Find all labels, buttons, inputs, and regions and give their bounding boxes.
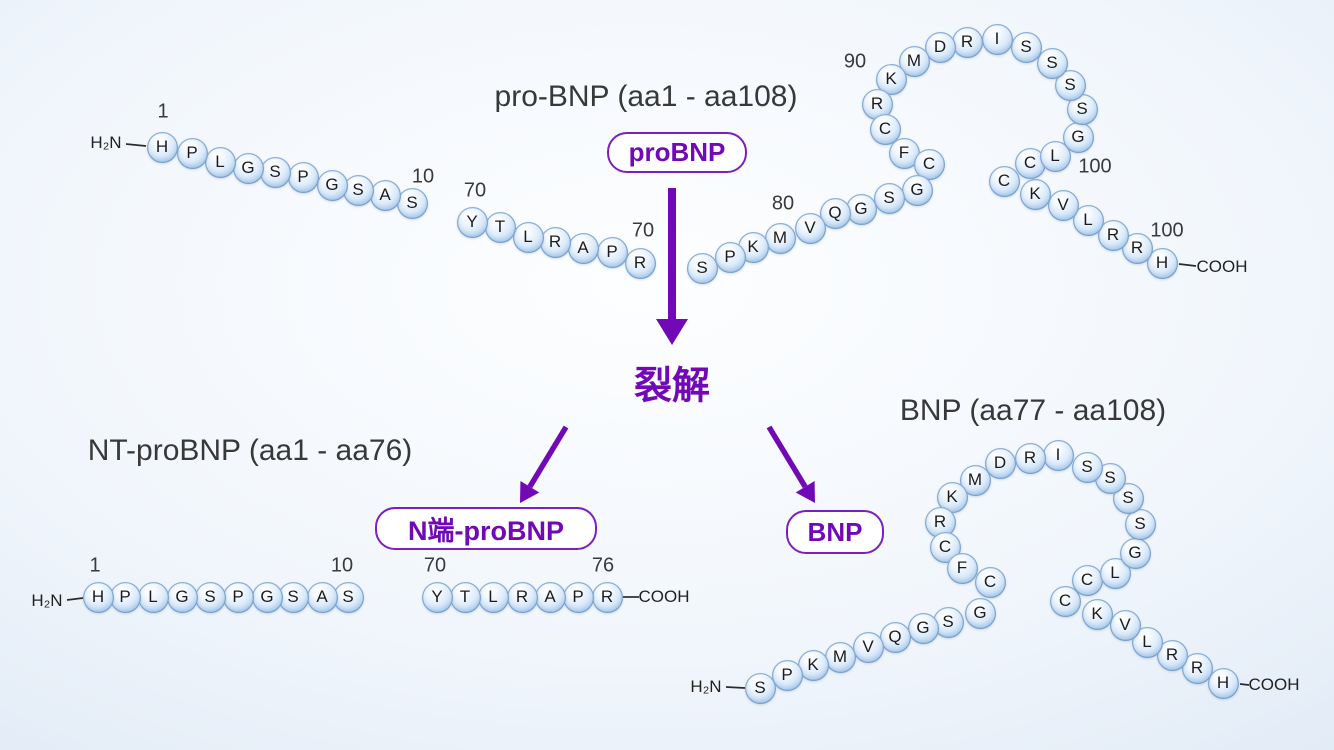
cleavage-arrow-shaft: [766, 425, 808, 489]
probnp-title: pro-BNP (aa1 - aa108): [494, 80, 798, 113]
bnp-title: BNP (aa77 - aa108): [899, 394, 1167, 427]
cleavage-arrow-head: [520, 481, 540, 503]
backbone-connector-line: [1239, 683, 1250, 686]
backbone-connector-line: [66, 597, 84, 601]
cleavage-arrow-shaft: [527, 425, 569, 489]
backbone-connector-line: [125, 143, 147, 147]
backbone-connector-line: [1178, 263, 1197, 267]
ntprobnp-title: NT-proBNP (aa1 - aa76): [87, 434, 413, 467]
cleavage-arrow-head: [656, 319, 688, 345]
probnp-label-box: proBNP: [607, 132, 747, 173]
bnp-label-box: BNP: [786, 510, 884, 554]
cleavage-label: 裂解: [633, 365, 711, 408]
backbone-connector-line: [725, 686, 746, 689]
ntprobnp-label-box: N端-proBNP: [375, 507, 597, 550]
cleavage-arrow-head: [795, 481, 815, 503]
